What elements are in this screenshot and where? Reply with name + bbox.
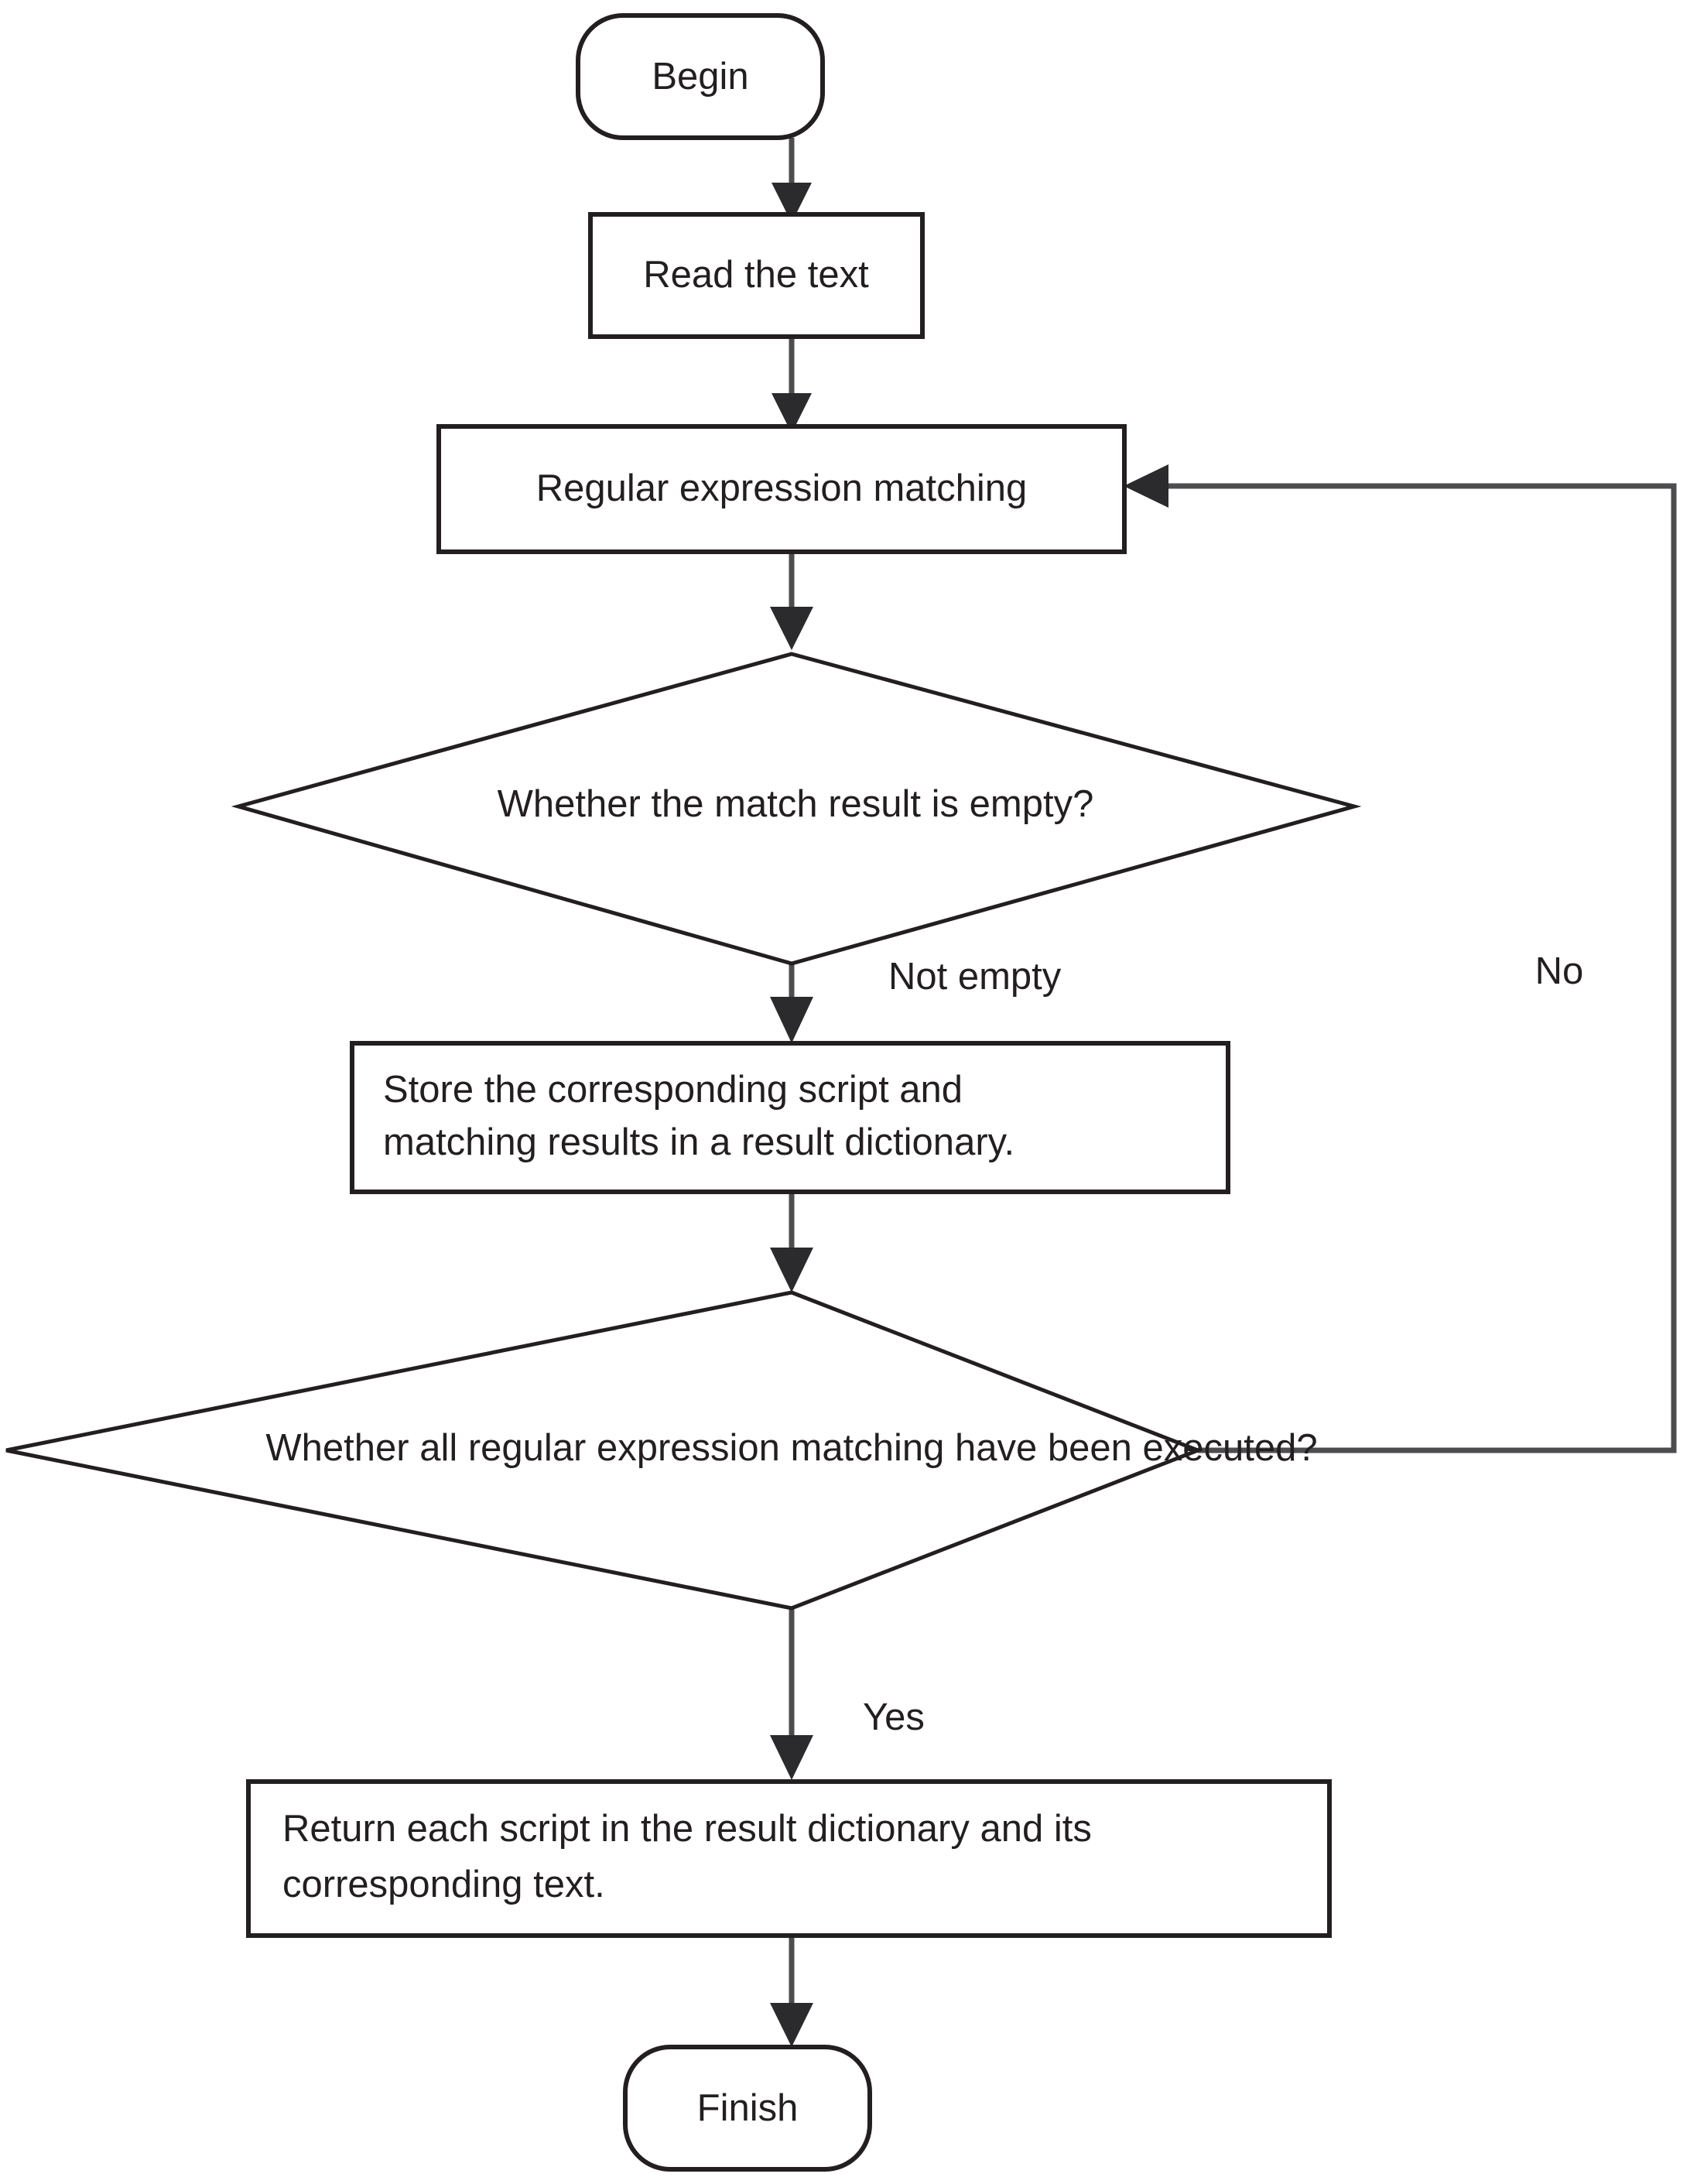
node-finish-label: Finish: [697, 2087, 799, 2129]
edge-yes-to-return: [770, 1608, 813, 1780]
node-begin-label: Begin: [652, 56, 748, 98]
node-return-result-line2: corresponding text.: [282, 1864, 605, 1905]
edge-label-not-empty: Not empty: [888, 956, 1062, 998]
node-store-result-line2: matching results in a result dictionary.: [383, 1121, 1014, 1163]
node-regex-match[interactable]: Regular expression matching: [436, 424, 1127, 554]
edge-no-loopback: [1124, 464, 1677, 1453]
node-decision-empty-label: Whether the match result is empty?: [498, 783, 1094, 825]
edge-regex-to-decision-empty: [770, 552, 813, 650]
node-read-text-label: Read the text: [643, 254, 869, 296]
node-decision-all-executed-label: Whether all regular expression matching …: [265, 1427, 1317, 1469]
node-store-result-line1: Store the corresponding script and: [383, 1069, 963, 1111]
edge-label-no: No: [1535, 950, 1584, 992]
node-decision-empty[interactable]: Whether the match result is empty?: [231, 652, 1362, 966]
node-begin[interactable]: Begin: [576, 13, 825, 140]
node-read-text[interactable]: Read the text: [588, 212, 925, 339]
node-return-result[interactable]: Return each script in the result diction…: [246, 1779, 1332, 1938]
node-regex-match-label: Regular expression matching: [536, 467, 1028, 509]
node-decision-all-executed[interactable]: Whether all regular expression matching …: [5, 1290, 1318, 1611]
edge-store-to-decision-all: [770, 1193, 813, 1292]
node-store-result[interactable]: Store the corresponding script and match…: [350, 1041, 1230, 1194]
edge-return-to-finish: [770, 1936, 813, 2047]
edge-not-empty-to-store: [770, 964, 813, 1043]
edge-label-yes: Yes: [863, 1696, 925, 1738]
edge-begin-to-read: [772, 138, 812, 223]
edge-read-to-regex: [772, 337, 812, 433]
node-finish[interactable]: Finish: [623, 2045, 872, 2172]
node-return-result-line1: Return each script in the result diction…: [282, 1808, 1092, 1850]
